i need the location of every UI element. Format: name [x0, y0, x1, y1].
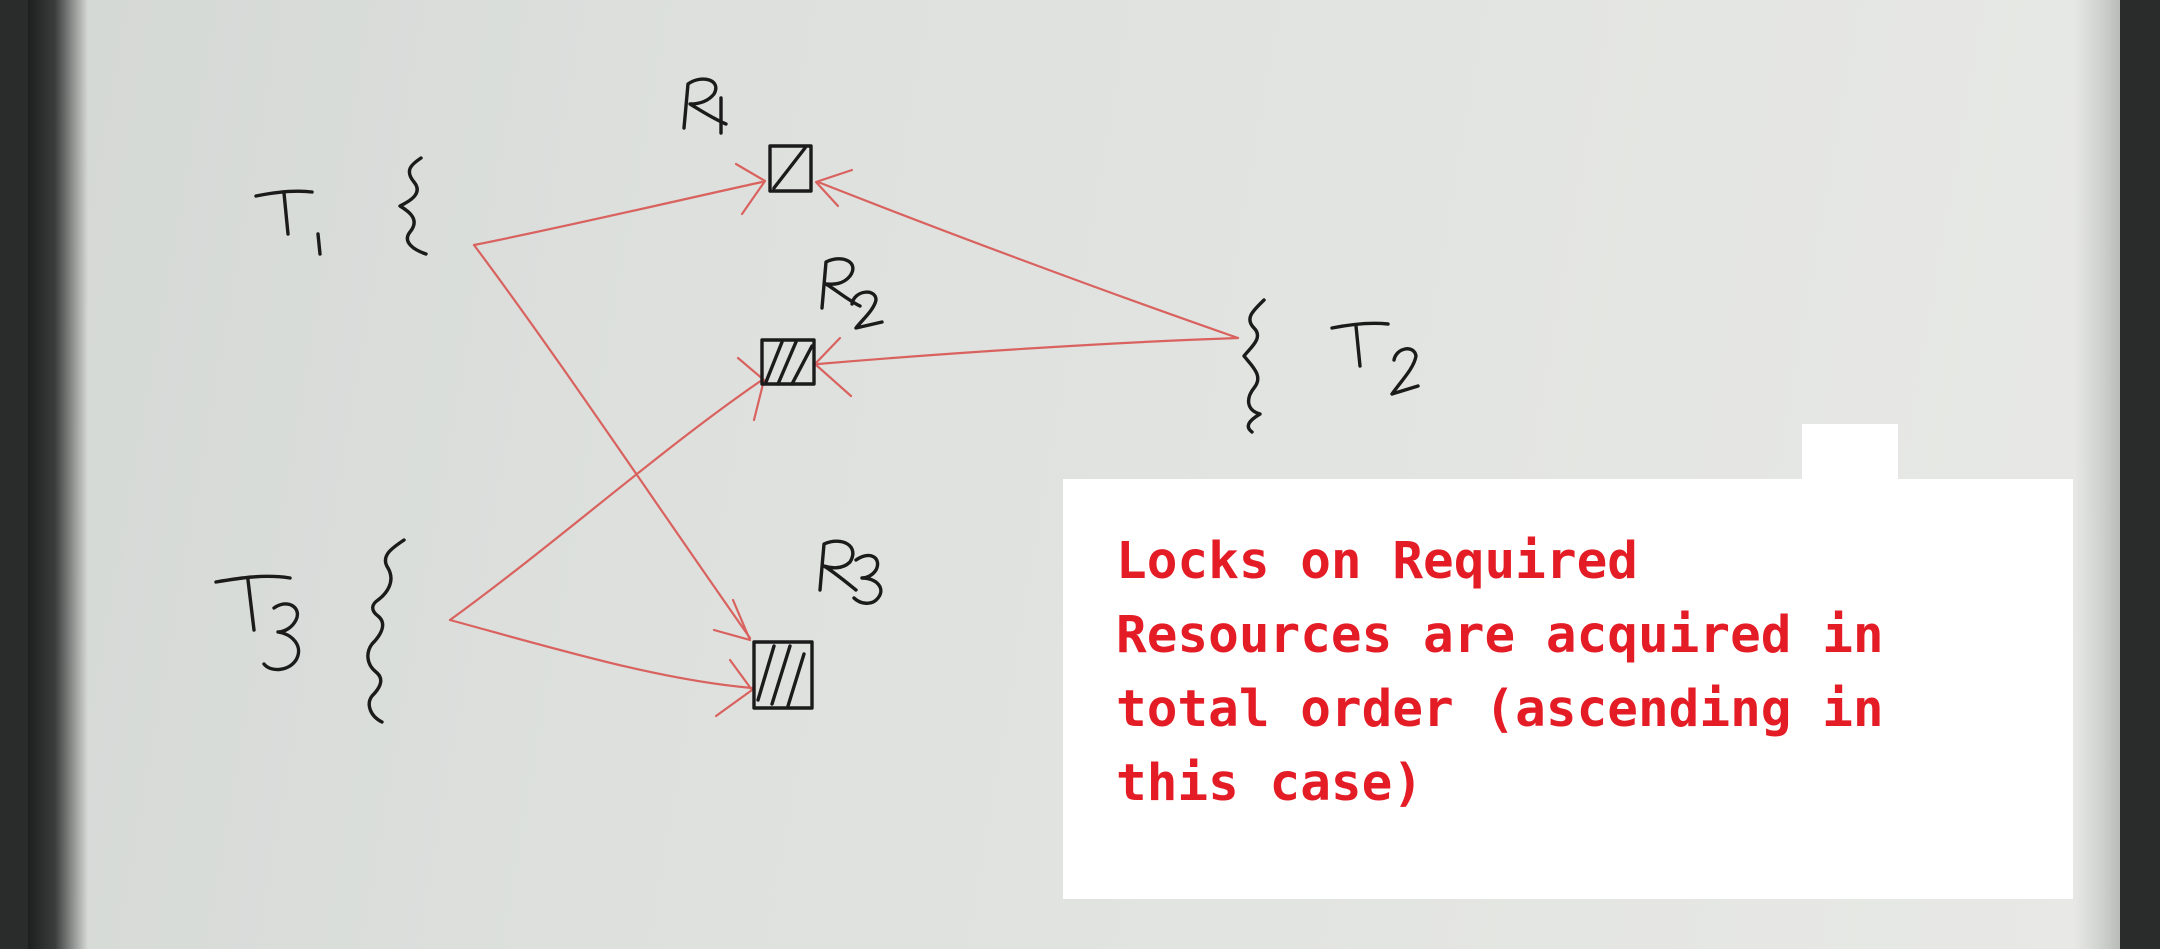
- edge-t3-r3: [448, 618, 754, 718]
- resource-r2-hatch: [764, 340, 814, 386]
- resource-r1: [682, 77, 813, 193]
- note-box: Locks on Required Resources are acquired…: [1063, 479, 2073, 899]
- resource-r1-box: [768, 144, 813, 193]
- edge-t3-r2: [448, 356, 766, 622]
- resource-r2: [760, 257, 884, 386]
- thread-t3: [214, 538, 406, 724]
- edge-t2-r2: [813, 336, 1240, 398]
- resource-r3-hatch: [756, 644, 806, 708]
- thread-t2-label: [1330, 321, 1420, 396]
- thread-t2-squiggle: [1242, 298, 1266, 434]
- thread-t2: [1242, 298, 1420, 434]
- resource-r3-box: [752, 640, 814, 710]
- edge-t2-r1: [814, 168, 1240, 340]
- resource-r3: [752, 539, 883, 710]
- note-tab: [1802, 424, 1898, 482]
- thread-t1-label: [254, 189, 322, 256]
- resource-r1-label: [682, 77, 728, 135]
- lock-edges: [448, 162, 1240, 718]
- resource-r3-label: [818, 539, 883, 605]
- paper-left-shadow: [28, 0, 88, 949]
- thread-t1-squiggle: [398, 156, 428, 256]
- thread-t3-label: [214, 574, 301, 672]
- note-text: Locks on Required Resources are acquired…: [1116, 532, 1884, 813]
- resource-r2-box: [760, 338, 816, 386]
- resource-r2-label: [820, 257, 884, 330]
- paper-right-edge: [2074, 0, 2120, 949]
- resource-r1-hatch: [772, 146, 807, 190]
- thread-t3-squiggle: [366, 538, 406, 724]
- thread-t1: [254, 156, 428, 256]
- edge-t1-r3: [472, 243, 752, 642]
- edge-t1-r1: [472, 162, 767, 247]
